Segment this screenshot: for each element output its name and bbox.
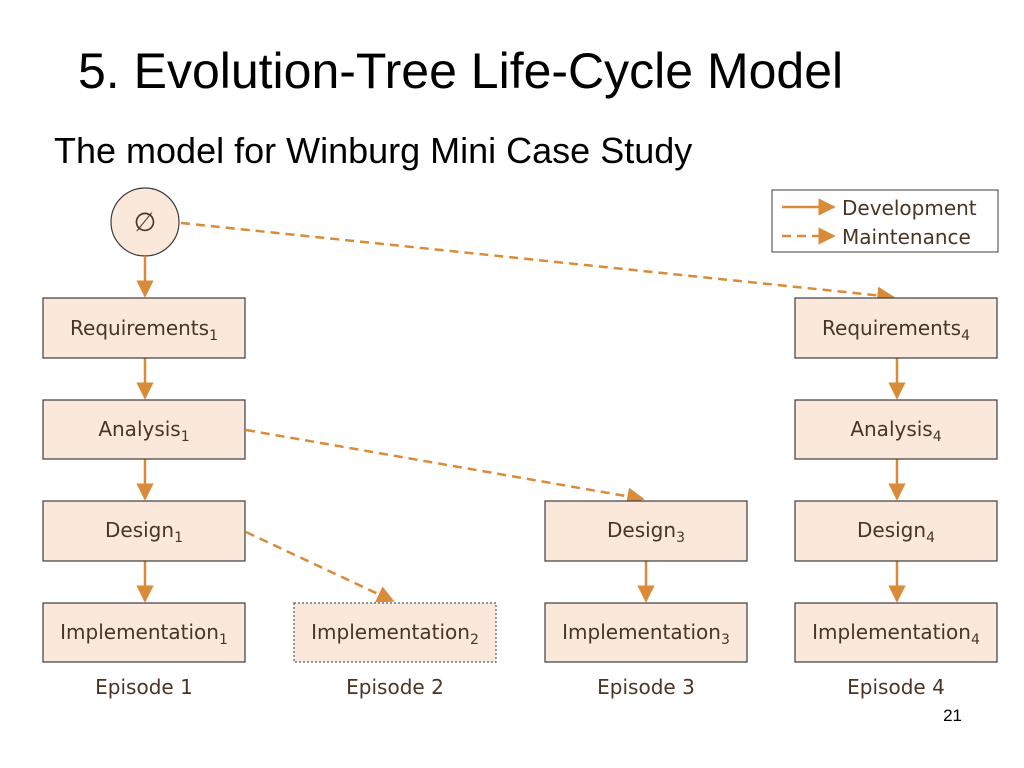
implementation-2-box [293, 602, 497, 663]
arrow-analysis1-to-design3 [245, 428, 645, 505]
design-3-box [544, 500, 748, 562]
requirements-4-label: Requirements4 [822, 316, 970, 344]
slide-subtitle: The model for Winburg Mini Case Study [54, 130, 693, 171]
maintenance-arrows [180, 221, 895, 603]
requirements-1-label: Requirements1 [70, 316, 218, 344]
requirements-1-box [42, 297, 246, 359]
episode-3-column: Design3 Implementation3 Episode 3 [544, 500, 748, 699]
implementation-1-label: Implementation1 [60, 620, 228, 648]
development-arrows [136, 256, 906, 603]
implementation-2-label: Implementation2 [311, 620, 479, 648]
analysis-1-box [42, 399, 246, 460]
design-4-box [794, 500, 998, 562]
episode-2-label: Episode 2 [346, 675, 444, 699]
episode-1-column: Requirements1 Analysis1 Design1 Implemen… [42, 297, 246, 699]
analysis-4-label: Analysis4 [850, 417, 941, 445]
implementation-3-box [544, 602, 748, 663]
design-1-box [42, 500, 246, 562]
legend-frame [771, 189, 999, 253]
implementation-4-box [794, 602, 998, 663]
legend: Development Maintenance [771, 189, 999, 253]
episode-4-column: Requirements4 Analysis4 Design4 Implemen… [794, 297, 998, 699]
empty-set-symbol: ∅ [134, 208, 157, 238]
legend-maintenance-label: Maintenance [842, 225, 971, 249]
page-number: 21 [943, 706, 962, 725]
analysis-4-box [794, 399, 998, 460]
design-1-label: Design1 [105, 518, 183, 546]
implementation-3-label: Implementation3 [562, 620, 730, 648]
design-3-label: Design3 [607, 518, 685, 546]
root-node: ∅ [110, 187, 180, 257]
slide-title: 5. Evolution-Tree Life-Cycle Model [78, 43, 844, 99]
implementation-4-label: Implementation4 [812, 620, 980, 648]
episode-2-column: Implementation2 Episode 2 [293, 602, 497, 699]
episode-3-label: Episode 3 [597, 675, 695, 699]
implementation-1-box [42, 602, 246, 663]
design-4-label: Design4 [857, 518, 935, 546]
requirements-4-box [794, 297, 998, 359]
episode-4-label: Episode 4 [847, 675, 945, 699]
legend-development-label: Development [842, 196, 977, 220]
arrow-design1-to-implementation2 [245, 530, 395, 603]
analysis-1-label: Analysis1 [98, 417, 189, 445]
episode-1-label: Episode 1 [95, 675, 193, 699]
